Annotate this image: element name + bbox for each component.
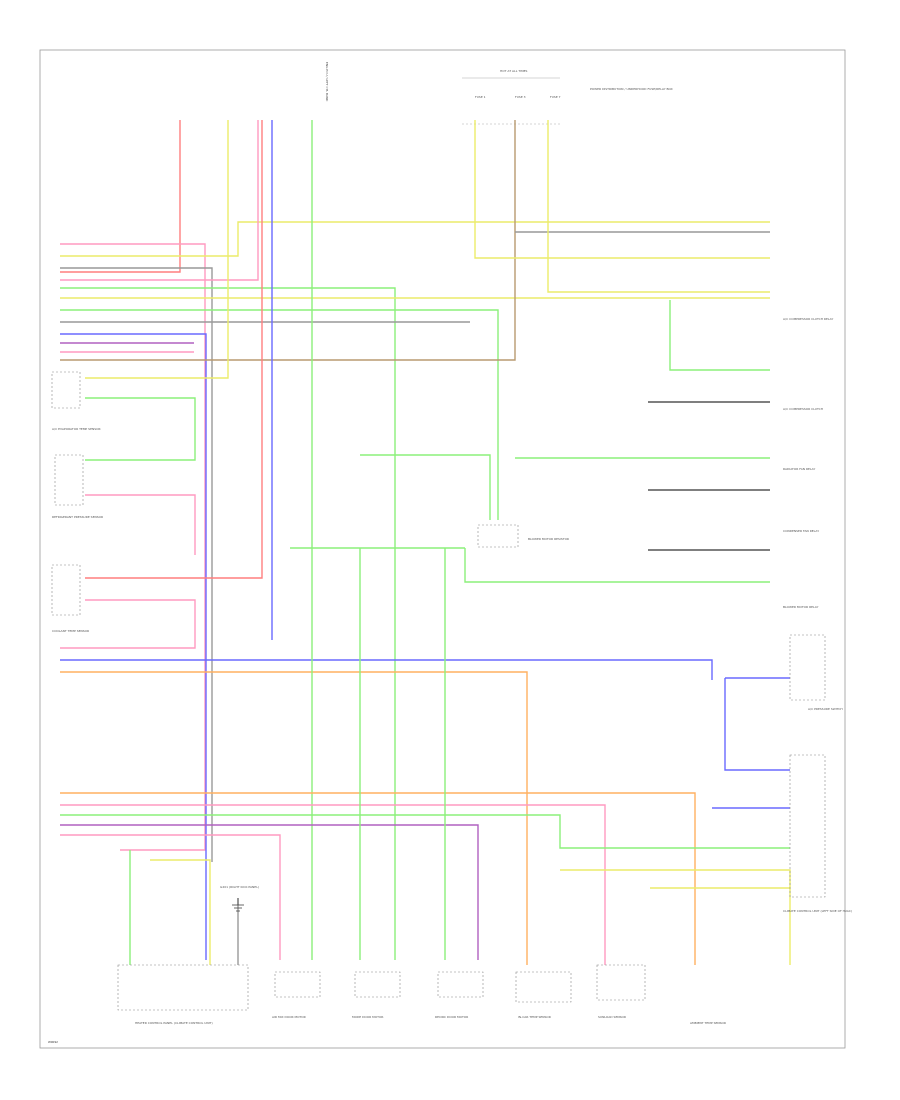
- wire-run: [547, 120, 770, 293]
- component-label: AMBIENT TEMP SENSOR: [690, 1021, 726, 1025]
- wire-run: [724, 678, 790, 771]
- wire-run: [60, 599, 196, 649]
- middle-component-label: BLOWER MOTOR RESISTOR: [528, 537, 569, 541]
- component-label: A/C EVAPORATOR TEMP SENSOR: [52, 427, 101, 431]
- wire-run: [60, 671, 528, 965]
- wire-run: [560, 869, 791, 965]
- ground-symbol: [232, 898, 244, 912]
- fuse-block-side-label: POWER DISTRIBUTION / UNDERHOOD FUSE/RELA…: [590, 87, 673, 91]
- wire-run: [60, 120, 516, 361]
- ground-label: G201 (RIGHT KICK PANEL): [220, 885, 259, 889]
- top-connector-label: ENG ECU / LEFT CYL BANK: [325, 62, 329, 102]
- wire-run: [60, 814, 790, 849]
- component-box: [515, 971, 572, 1003]
- component-label: A/C COMPRESSOR CLUTCH RELAY: [783, 317, 833, 321]
- wire-run: [669, 300, 770, 371]
- component-label: A/C PRESSURE SWITCH: [808, 707, 843, 711]
- fuse-label: FUSE 3: [515, 95, 526, 99]
- fuse-label: FUSE 7: [550, 95, 561, 99]
- component-label: AIR MIX DOOR MOTOR: [272, 1015, 306, 1019]
- wire-run: [60, 333, 207, 960]
- wire-run: [360, 454, 491, 520]
- component-box: [51, 371, 81, 409]
- fuse-label: FUSE 1: [475, 95, 486, 99]
- wire-run: [60, 221, 770, 257]
- component-box: [274, 971, 321, 998]
- wire-run: [60, 834, 281, 960]
- wire-run: [60, 309, 499, 520]
- right-components: A/C COMPRESSOR CLUTCH RELAY A/C COMPRESS…: [783, 317, 852, 913]
- wire-run: [85, 494, 196, 555]
- component-box: [789, 754, 826, 898]
- component-label: HEATER CONTROL PANEL (CLIMATE CONTROL UN…: [135, 1021, 213, 1025]
- diagram-code: W0092: [48, 1040, 58, 1044]
- component-box: [51, 564, 81, 616]
- wire-run: [60, 287, 396, 960]
- component-box: [354, 971, 401, 998]
- diagram-frame: [39, 49, 846, 1049]
- wire-run: [60, 659, 713, 680]
- component-label: CLIMATE CONTROL UNIT (LEFT SIDE OF HVAC): [783, 909, 852, 913]
- wire-run: [85, 120, 229, 379]
- component-label: CONDENSER FAN RELAY: [783, 529, 819, 533]
- bottom-components: HEATER CONTROL PANEL (CLIMATE CONTROL UN…: [117, 964, 726, 1025]
- fuse-block-title: HOT AT ALL TIMES: [500, 69, 528, 73]
- wire-run: [60, 120, 181, 273]
- middle-component-box: [477, 524, 519, 548]
- wire-run: [60, 792, 696, 965]
- component-label: REFRIGERANT PRESSURE SENSOR: [52, 515, 103, 519]
- component-label: IN-CAR TEMP SENSOR: [518, 1015, 551, 1019]
- component-box: [789, 634, 826, 701]
- left-components: A/C EVAPORATOR TEMP SENSOR REFRIGERANT P…: [51, 371, 103, 633]
- wire-run: [85, 397, 196, 461]
- component-box: [117, 964, 249, 1011]
- wire-layer: [60, 120, 791, 965]
- component-box: [596, 964, 646, 1001]
- wire-run: [150, 859, 211, 965]
- wire-run: [85, 120, 263, 579]
- component-label: RADIATOR FAN RELAY: [783, 467, 816, 471]
- wire-run: [60, 120, 259, 281]
- component-label: RECIRC DOOR MOTOR: [435, 1015, 468, 1019]
- wire-run: [464, 548, 770, 583]
- component-label: MODE DOOR MOTOR: [352, 1015, 383, 1019]
- wire-run: [474, 120, 770, 259]
- wire-run: [60, 267, 213, 862]
- component-label: COOLANT TEMP SENSOR: [52, 629, 89, 633]
- component-label: A/C COMPRESSOR CLUTCH: [783, 407, 823, 411]
- component-label: SUNLOAD SENSOR: [598, 1015, 626, 1019]
- fuse-block: HOT AT ALL TIMES FUSE 1 FUSE 3 FUSE 7 PO…: [462, 69, 673, 125]
- wire-run: [60, 804, 606, 965]
- component-box: [54, 454, 84, 506]
- component-label: BLOWER MOTOR RELAY: [783, 605, 819, 609]
- wire-run: [60, 243, 206, 851]
- component-box: [437, 971, 484, 998]
- wire-run: [60, 824, 479, 960]
